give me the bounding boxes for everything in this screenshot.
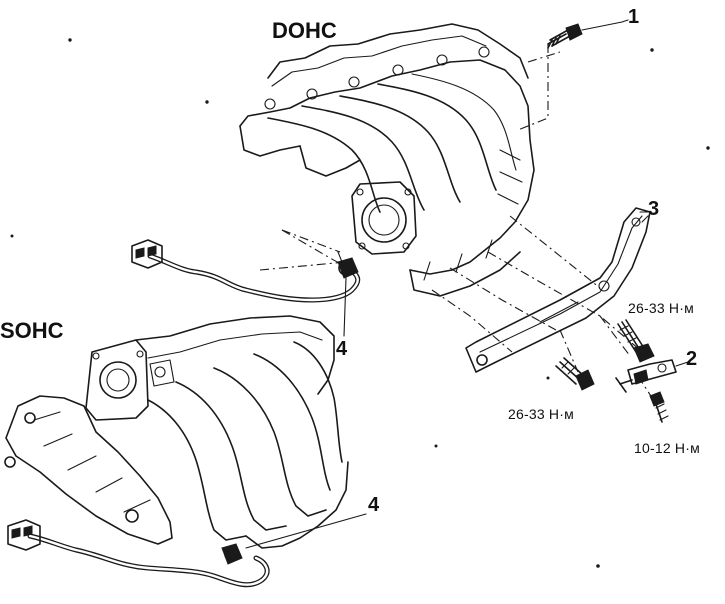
scan-specks (10, 38, 710, 568)
callout-4-lower: 4 (368, 494, 380, 516)
bolt-part-1 (547, 21, 623, 49)
bracket-bolt-right (617, 319, 655, 363)
upper-sensor-harness (131, 239, 361, 337)
torque-bracket-bolt-left: 26-33 Н·м (508, 406, 574, 422)
leader-lines (621, 19, 649, 223)
torque-sensor-bolt: 10-12 Н·м (634, 440, 700, 456)
callout-1: 1 (628, 6, 640, 28)
callout-2: 2 (686, 348, 698, 370)
torque-bracket-bolt-right: 26-33 Н·м (628, 300, 694, 316)
sohc-label: SOHC (0, 318, 64, 343)
dohc-label: DOHC (272, 18, 337, 43)
bracket-bolt-left (555, 357, 595, 391)
sensor-part-2 (615, 359, 689, 423)
sohc-intake-manifold (4, 315, 349, 549)
callout-3: 3 (648, 198, 660, 220)
dohc-assembly-lines (259, 44, 657, 405)
callout-4-upper: 4 (336, 338, 348, 360)
dohc-intake-manifold (239, 23, 535, 297)
lower-sensor-harness (7, 513, 367, 588)
bracket-part-3 (465, 207, 651, 373)
